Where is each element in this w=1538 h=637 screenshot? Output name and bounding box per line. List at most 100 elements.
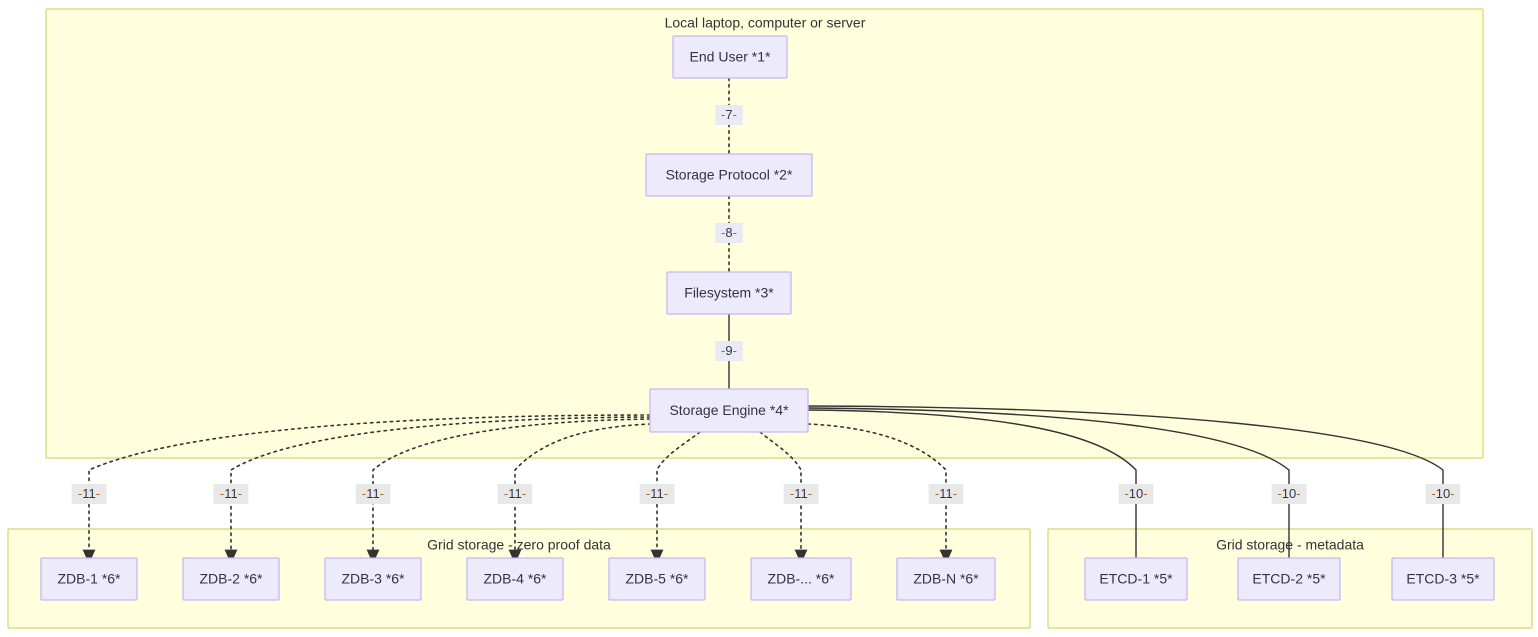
edge-label-text: -8-	[721, 225, 737, 240]
node-box[interactable]	[324, 557, 422, 601]
node-zdbn[interactable]: ZDB-N *6*	[896, 557, 996, 601]
edge-label-e10c: -10-	[1425, 484, 1461, 504]
edge-label-badge	[715, 223, 743, 243]
edge-label-text: -11-	[790, 486, 812, 501]
edge-label-text: -9-	[721, 343, 737, 358]
edge-label-badge	[497, 484, 533, 504]
cluster-title: Grid storage - zero proof data	[427, 537, 611, 553]
node-box[interactable]	[1237, 557, 1341, 601]
node-zdb1[interactable]: ZDB-1 *6*	[40, 557, 138, 601]
edge-engine-to-etcd2	[807, 407, 1290, 558]
cluster-title: Grid storage - metadata	[1216, 537, 1364, 553]
cluster-title: Local laptop, computer or server	[665, 15, 866, 31]
node-box[interactable]	[750, 557, 852, 601]
edge-engine-to-zdb3	[366, 418, 651, 565]
node-label: ZDB-3 *6*	[341, 571, 405, 587]
edge-labels-layer: -7- -8- -9- -11- -11- -11- -11- -11- -11- -11- -10…	[71, 105, 1461, 504]
edge-label-badge	[928, 484, 964, 504]
cluster-local: Local laptop, computer or server	[45, 8, 1484, 459]
node-label: ETCD-3 *5*	[1406, 571, 1480, 587]
edge-label-e11f: -11-	[783, 484, 819, 504]
nodes-layer: End User *1* Storage Protocol *2* Filesyst…	[40, 35, 1495, 601]
edge-label-text: -10-	[1277, 486, 1300, 501]
edge-label-badge	[715, 105, 743, 125]
edge-label-badge	[213, 484, 249, 504]
edge-label-e7: -7-	[715, 105, 743, 125]
node-label: ZDB-5 *6*	[625, 571, 689, 587]
node-box[interactable]	[645, 153, 813, 197]
edge-label-e10b: -10-	[1271, 484, 1307, 504]
node-enduser[interactable]: End User *1*	[672, 35, 788, 79]
node-box[interactable]	[182, 557, 280, 601]
node-box[interactable]	[649, 388, 809, 433]
edge-label-e9: -9-	[715, 341, 743, 361]
edge-engine-to-zdb2	[224, 416, 651, 565]
node-box[interactable]	[1084, 557, 1188, 601]
node-box[interactable]	[666, 271, 792, 315]
edge-label-e11b: -11-	[213, 484, 249, 504]
node-label: ZDB-4 *6*	[483, 571, 547, 587]
node-label: End User *1*	[690, 49, 771, 65]
edge-label-text: -11-	[78, 486, 100, 501]
node-box[interactable]	[672, 35, 788, 79]
edge-label-e11c: -11-	[355, 484, 391, 504]
node-label: ETCD-2 *5*	[1252, 571, 1326, 587]
node-label: Storage Engine *4*	[669, 402, 789, 418]
cluster-box	[45, 8, 1484, 459]
edge-label-badge	[639, 484, 675, 504]
edges-layer	[82, 77, 1444, 565]
edge-label-text: -11-	[362, 486, 384, 501]
node-etcd3[interactable]: ETCD-3 *5*	[1391, 557, 1495, 601]
edge-label-e8: -8-	[715, 223, 743, 243]
edge-label-text: -11-	[935, 486, 957, 501]
edge-label-text: -11-	[220, 486, 242, 501]
node-label: Filesystem *3*	[684, 285, 774, 301]
edge-label-e11d: -11-	[497, 484, 533, 504]
edge-label-text: -11-	[504, 486, 526, 501]
edge-engine-to-zdb4	[508, 423, 652, 565]
node-zdb3[interactable]: ZDB-3 *6*	[324, 557, 422, 601]
edge-engine-to-zdbn1	[759, 431, 808, 565]
node-etcd1[interactable]: ETCD-1 *5*	[1084, 557, 1188, 601]
node-box[interactable]	[608, 557, 706, 601]
node-zdb5[interactable]: ZDB-5 *6*	[608, 557, 706, 601]
edge-engine-to-zdb1	[82, 414, 651, 565]
edge-label-text: -7-	[721, 107, 737, 122]
node-box[interactable]	[466, 557, 564, 601]
node-zdbn1[interactable]: ZDB-... *6*	[750, 557, 852, 601]
node-label: Storage Protocol *2*	[666, 167, 793, 183]
edge-label-badge	[1271, 484, 1307, 504]
edge-label-text: -11-	[646, 486, 668, 501]
edge-label-badge	[1425, 484, 1461, 504]
node-zdb2[interactable]: ZDB-2 *6*	[182, 557, 280, 601]
edge-label-badge	[71, 484, 107, 504]
node-label: ZDB-N *6*	[913, 571, 979, 587]
edge-label-e11g: -11-	[928, 484, 964, 504]
edge-label-badge	[783, 484, 819, 504]
node-box[interactable]	[40, 557, 138, 601]
edge-label-badge	[355, 484, 391, 504]
node-label: ZDB-1 *6*	[57, 571, 121, 587]
node-label: ZDB-2 *6*	[199, 571, 263, 587]
node-box[interactable]	[1391, 557, 1495, 601]
node-zdb4[interactable]: ZDB-4 *6*	[466, 557, 564, 601]
edge-engine-to-etcd1	[807, 409, 1137, 558]
node-box[interactable]	[896, 557, 996, 601]
edge-label-e11a: -11-	[71, 484, 107, 504]
node-label: ZDB-... *6*	[768, 571, 835, 587]
edge-label-e11e: -11-	[639, 484, 675, 504]
node-engine[interactable]: Storage Engine *4*	[649, 388, 809, 433]
node-etcd2[interactable]: ETCD-2 *5*	[1237, 557, 1341, 601]
edge-engine-to-etcd3	[807, 405, 1444, 558]
node-fs[interactable]: Filesystem *3*	[666, 271, 792, 315]
edge-label-text: -10-	[1124, 486, 1147, 501]
edge-label-text: -10-	[1431, 486, 1454, 501]
node-label: ETCD-1 *5*	[1099, 571, 1173, 587]
edge-label-badge	[1118, 484, 1154, 504]
node-protocol[interactable]: Storage Protocol *2*	[645, 153, 813, 197]
edge-engine-to-zdb5	[650, 431, 701, 565]
edge-label-e10a: -10-	[1118, 484, 1154, 504]
